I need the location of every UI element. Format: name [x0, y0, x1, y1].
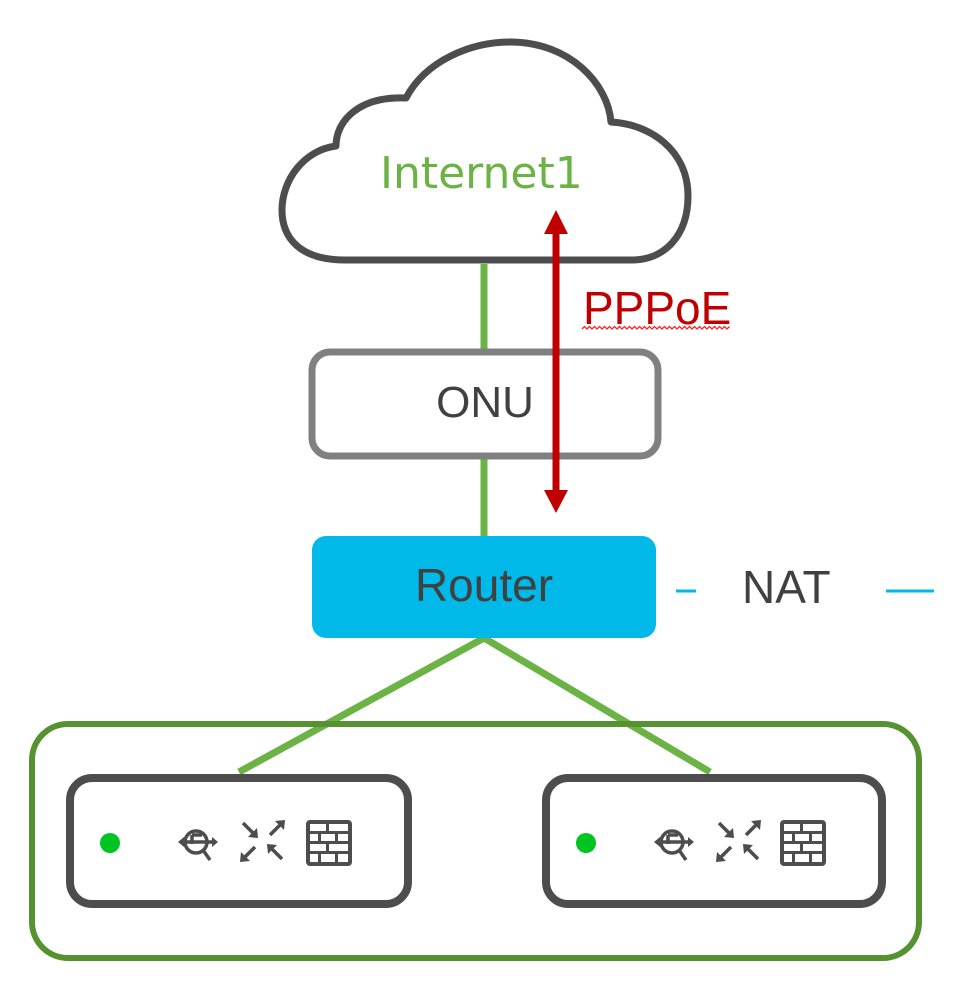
- device-1[interactable]: [66, 774, 412, 908]
- nat-label: NAT: [742, 561, 831, 613]
- device-1-status-dot: [100, 833, 120, 853]
- device-2[interactable]: [542, 774, 886, 908]
- pppoe-label: PPPoE: [583, 282, 732, 334]
- router-box[interactable]: [312, 536, 656, 638]
- onu-box[interactable]: [308, 348, 662, 460]
- firewall-icon: [306, 820, 352, 866]
- load-balancer-icon: [178, 829, 218, 862]
- pppoe-arrow-down-head: [544, 490, 568, 513]
- device-2-box[interactable]: [542, 774, 886, 908]
- internet-label: Internet1: [380, 148, 583, 199]
- switch-arrows-icon: [716, 820, 761, 862]
- firewall-icon: [780, 820, 826, 866]
- switch-arrows-icon: [240, 820, 285, 862]
- load-balancer-icon: [654, 829, 694, 862]
- link-router-device2: [482, 634, 712, 776]
- router-label: Router: [414, 559, 554, 611]
- device-group-container[interactable]: [29, 721, 922, 961]
- device-2-status-dot: [576, 833, 596, 853]
- onu-label: ONU: [436, 378, 534, 427]
- pppoe-spellcheck-squiggle: [581, 325, 730, 330]
- internet-cloud-shape[interactable]: [278, 38, 692, 264]
- pppoe-arrow-up-head: [544, 210, 568, 234]
- link-router-device1: [237, 634, 486, 776]
- device-1-box[interactable]: [66, 774, 412, 908]
